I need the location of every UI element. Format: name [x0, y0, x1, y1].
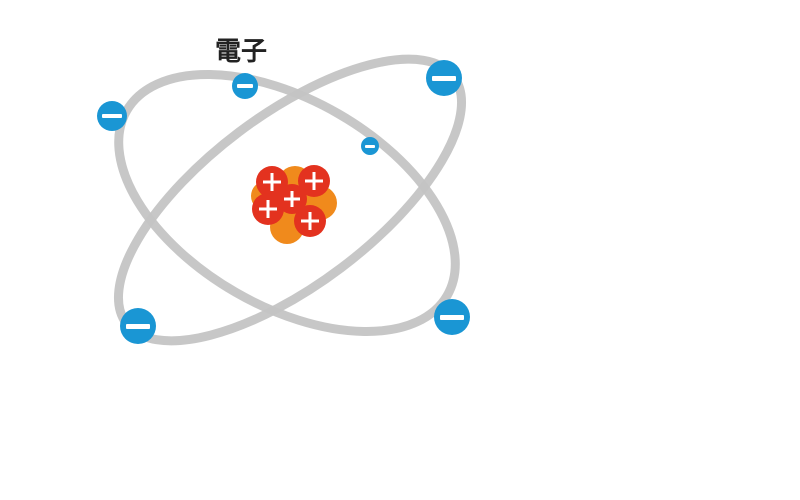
electrons [97, 60, 470, 344]
electron-bottom-right [434, 299, 470, 335]
plus-sign-v [308, 212, 312, 230]
minus-sign [432, 76, 456, 81]
plus-sign-v [312, 172, 316, 190]
minus-sign [126, 324, 150, 329]
electron-bottom-left [120, 308, 156, 344]
minus-sign [237, 84, 253, 88]
electron-left [97, 101, 127, 131]
proton-center [277, 184, 307, 214]
minus-sign [102, 114, 122, 118]
electron-top-left-orbit [232, 73, 258, 99]
orbit-1 [114, 69, 460, 337]
nucleus [251, 165, 337, 244]
plus-sign-v [266, 200, 270, 218]
electron-small-inner [361, 137, 379, 155]
proton [294, 205, 326, 237]
proton [252, 193, 284, 225]
plus-sign-v [290, 191, 294, 207]
minus-sign [440, 315, 464, 320]
proton [298, 165, 330, 197]
minus-sign [365, 145, 375, 148]
plus-sign-v [270, 173, 274, 191]
electron-top-right [426, 60, 462, 96]
electron-label: 電子 [215, 37, 267, 67]
